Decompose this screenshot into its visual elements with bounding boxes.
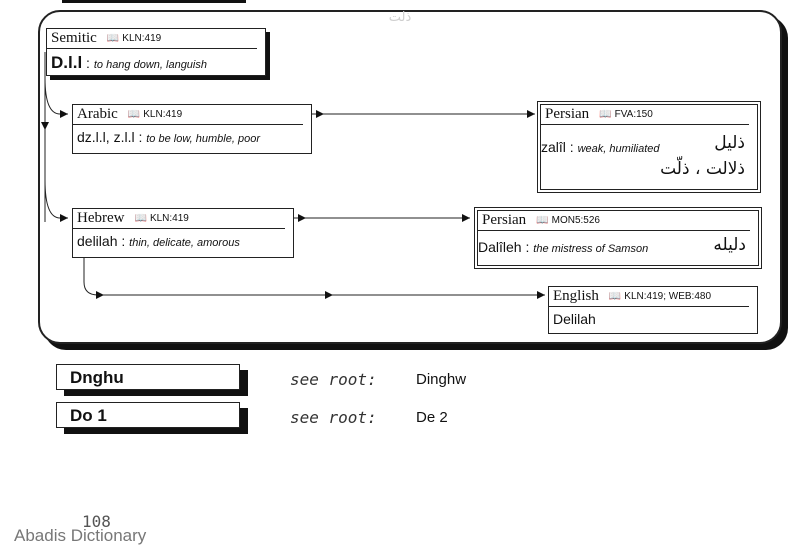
arrow-english-in	[537, 291, 545, 299]
persian2-sep: :	[521, 239, 534, 255]
hebrew-box: Hebrew 📖KLN:419 delilah : thin, delicate…	[72, 208, 294, 258]
semitic-header: Semitic 📖KLN:419	[47, 29, 257, 49]
persian2-box: Persian 📖MON5:526 Dalîleh : the mistress…	[474, 207, 762, 269]
entry-root-label: Do 1	[70, 406, 107, 425]
arabic-body: dz.l.l, z.l.l : to be low, humble, poor	[73, 125, 311, 145]
arrow-persian1-in	[527, 110, 535, 118]
persian1-word: zalîl	[541, 139, 566, 155]
hebrew-sep: :	[117, 233, 130, 249]
semitic-meaning: to hang down, languish	[93, 59, 207, 71]
persian1-ref-text: FVA:150	[614, 109, 653, 120]
semitic-body: D.l.l : to hang down, languish	[47, 49, 265, 73]
hebrew-ref: 📖KLN:419	[134, 213, 188, 224]
see-root-target[interactable]: De 2	[416, 409, 448, 426]
hebrew-ref-text: KLN:419	[149, 213, 189, 224]
top-rule	[62, 0, 246, 3]
branch-to-hebrew	[44, 179, 68, 219]
english-ref: 📖KLN:419; WEB:480	[609, 291, 711, 302]
arrow-english-mid	[325, 291, 333, 299]
see-root-label: see root:	[290, 408, 377, 427]
book-icon: 📖	[127, 109, 141, 120]
english-lang: English	[553, 288, 599, 304]
persian2-script1: دلیله	[713, 235, 746, 255]
hebrew-meaning: thin, delicate, amorous	[129, 237, 240, 249]
persian1-body: zalîl : weak, humiliated ذلیل ذلالت ، ذل…	[541, 125, 757, 189]
arrow-hebrew-out	[298, 214, 306, 222]
arrow-hebrew	[60, 214, 68, 222]
faint-header-script: ذلت	[388, 10, 412, 25]
persian1-script2: ذلالت ، ذلّت	[660, 159, 745, 179]
persian1-header: Persian 📖FVA:150	[541, 105, 749, 125]
entry-root-label: Dnghu	[70, 368, 124, 387]
branch-to-arabic	[44, 77, 68, 115]
arabic-ref-text: KLN:419	[143, 109, 183, 120]
entry-root-dnghu[interactable]: Dnghu	[56, 364, 240, 390]
arabic-box: Arabic 📖KLN:419 dz.l.l, z.l.l : to be lo…	[72, 104, 312, 154]
english-box: English 📖KLN:419; WEB:480 Delilah	[548, 286, 758, 334]
link-hebrew-english	[83, 258, 545, 296]
arabic-lang: Arabic	[77, 106, 118, 122]
see-root-target[interactable]: Dinghw	[416, 371, 467, 388]
arabic-header: Arabic 📖KLN:419	[73, 105, 303, 125]
persian1-script1: ذلیل	[714, 133, 745, 153]
persian1-ref: 📖FVA:150	[599, 109, 653, 120]
semitic-lang: Semitic	[51, 30, 97, 46]
arrow-arabic-out	[316, 110, 324, 118]
english-word: Delilah	[553, 311, 596, 327]
persian2-header: Persian 📖MON5:526	[478, 211, 750, 231]
semitic-sep: :	[82, 55, 94, 71]
book-icon: 📖	[599, 109, 612, 120]
arabic-ref: 📖KLN:419	[128, 109, 182, 120]
persian2-meaning: the mistress of Samson	[533, 243, 649, 255]
persian1-meaning: weak, humiliated	[577, 143, 660, 155]
arrow-down	[41, 122, 49, 130]
hebrew-word: delilah	[77, 233, 118, 249]
watermark: Abadis Dictionary	[14, 526, 147, 545]
book-icon: 📖	[106, 33, 120, 44]
persian2-lang: Persian	[482, 212, 527, 228]
hebrew-body: delilah : thin, delicate, amorous	[73, 229, 293, 249]
persian2-ref: 📖MON5:526	[536, 215, 600, 226]
book-icon: 📖	[536, 215, 549, 226]
semitic-box: Semitic 📖KLN:419 D.l.l : to hang down, l…	[46, 28, 266, 76]
page-number: 108	[82, 512, 111, 531]
semitic-word: D.l.l	[51, 53, 83, 72]
arrow-english-start	[96, 291, 104, 299]
persian2-gloss: Dalîleh : the mistress of Samson	[478, 239, 648, 255]
persian2-word: Dalîleh	[478, 239, 522, 255]
english-ref-text: KLN:419; WEB:480	[624, 291, 712, 302]
see-root-label: see root:	[290, 370, 377, 389]
semitic-ref: 📖KLN:419	[107, 33, 161, 44]
semitic-ref-text: KLN:419	[122, 33, 162, 44]
arrow-arabic	[60, 110, 68, 118]
arrow-persian2-in	[462, 214, 470, 222]
hebrew-lang: Hebrew	[77, 210, 125, 226]
english-header: English 📖KLN:419; WEB:480	[549, 287, 749, 307]
entry-root-do1[interactable]: Do 1	[56, 402, 240, 428]
book-icon: 📖	[608, 291, 622, 302]
persian1-gloss: zalîl : weak, humiliated	[541, 139, 660, 155]
persian2-body: Dalîleh : the mistress of Samson دلیله	[478, 231, 758, 267]
book-icon: 📖	[134, 213, 147, 224]
hebrew-header: Hebrew 📖KLN:419	[73, 209, 285, 229]
arabic-meaning: to be low, humble, poor	[146, 133, 260, 145]
persian1-sep: :	[565, 139, 578, 155]
english-body: Delilah	[549, 307, 757, 327]
persian2-ref-text: MON5:526	[551, 215, 600, 226]
arabic-sep: :	[134, 129, 147, 145]
persian1-box: Persian 📖FVA:150 zalîl : weak, humiliate…	[537, 101, 761, 193]
arabic-word: dz.l.l, z.l.l	[77, 129, 135, 145]
persian1-lang: Persian	[545, 106, 590, 122]
